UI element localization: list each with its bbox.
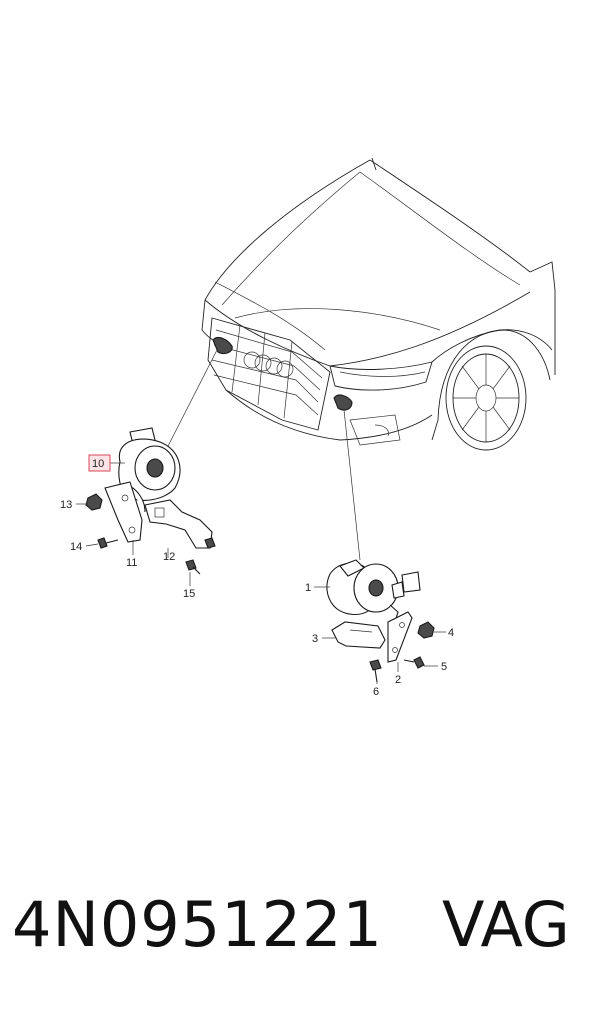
callout-2[interactable]: 2: [395, 674, 401, 686]
callout-13[interactable]: 13: [60, 499, 72, 511]
parts-diagram: 10 13 14 11 12 15 1 3 4 5 2 6: [60, 157, 556, 698]
callout-15[interactable]: 15: [183, 588, 195, 600]
callout-10[interactable]: 10: [92, 458, 104, 470]
callout-3[interactable]: 3: [312, 633, 318, 645]
callout-11[interactable]: 11: [126, 557, 137, 569]
callout-14[interactable]: 14: [70, 541, 82, 553]
left-horn-assembly: [85, 427, 216, 575]
callout-6[interactable]: 6: [373, 686, 379, 698]
car-front-outline: [201, 157, 556, 451]
callout-4[interactable]: 4: [448, 627, 454, 639]
right-horn-assembly: [326, 559, 435, 683]
leader-left-horn: [164, 347, 219, 453]
part-10-highlight[interactable]: [88, 454, 111, 472]
callout-5[interactable]: 5: [441, 661, 447, 673]
callout-1[interactable]: 1: [305, 582, 311, 594]
brand-label: VAG: [442, 888, 570, 961]
footer: 4N0951221 VAG: [0, 888, 600, 998]
callout-12[interactable]: 12: [163, 551, 175, 563]
part-number: 4N0951221: [12, 888, 383, 961]
leader-right-horn: [343, 409, 361, 561]
